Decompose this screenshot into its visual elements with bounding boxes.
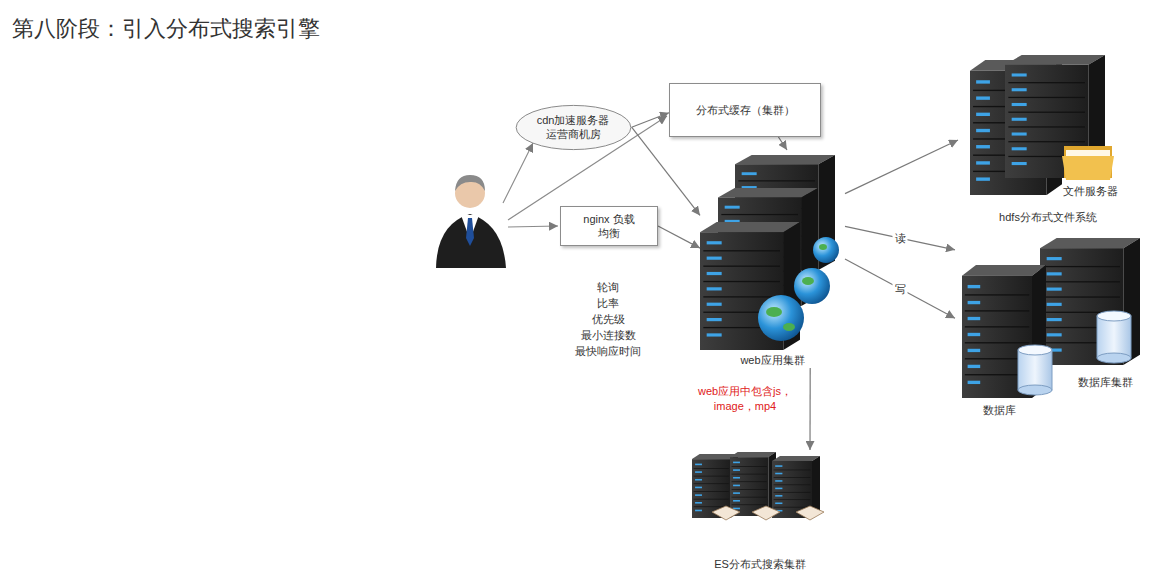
- cylinder-body: [1097, 316, 1131, 358]
- user-line: [508, 226, 558, 227]
- connector-arrow: [809, 368, 810, 450]
- connector-arrow: [632, 113, 669, 127]
- book-icon: [796, 506, 824, 520]
- strategy-label: 最快响应时间: [558, 344, 658, 359]
- label-holder: 轮询: [558, 280, 658, 295]
- node-label: nginx 负载均衡: [581, 212, 637, 240]
- web-servers: [700, 155, 839, 350]
- strategy-label: 最小连接数: [558, 328, 658, 343]
- cylinder-top: [1018, 345, 1052, 355]
- label-holder: 优先级: [558, 312, 658, 327]
- book-icon: [752, 506, 780, 520]
- edge-label-holder: 写: [893, 282, 908, 296]
- globe-land: [819, 244, 827, 250]
- edge-label-holder: 读: [893, 231, 908, 245]
- label-holder: 最快响应时间: [558, 344, 658, 359]
- strategy-label: 优先级: [558, 312, 658, 327]
- cylinder-base: [1018, 385, 1052, 395]
- server-icon: [1040, 238, 1140, 365]
- diagram-title: 第八阶段：引入分布式搜索引擎: [12, 14, 320, 44]
- globe-icon: [758, 295, 804, 341]
- strategy-label: 比率: [558, 296, 658, 311]
- es-servers: [692, 452, 824, 520]
- cdn-ellipse: cdn加速服务器 运营商机房: [515, 104, 632, 151]
- globe-land: [766, 307, 782, 317]
- cluster-label: 数据库集群: [1078, 374, 1133, 390]
- connector-arrow: [845, 259, 955, 318]
- connector-arrow: [632, 127, 700, 215]
- cluster-label: hdfs分布式文件系统: [999, 209, 1097, 225]
- cylinder-icon: [1018, 345, 1052, 395]
- cluster-label: 数据库: [983, 402, 1016, 418]
- server-cluster: 文件服务器 hdfs分布式文件系统: [958, 55, 1138, 225]
- globe-icon: [794, 268, 830, 304]
- person-hair: [455, 175, 485, 191]
- label-holder: 最小连接数: [558, 328, 658, 343]
- cylinder-top: [1097, 311, 1131, 321]
- process-box: 分布式缓存（集群）: [669, 83, 821, 137]
- connector-arrow: [658, 226, 700, 248]
- server-cluster: 数据库 数据库集群: [955, 235, 1145, 420]
- connector-arrow: [845, 226, 955, 250]
- node-label: cdn加速服务器 运营商机房: [534, 113, 612, 141]
- connector-arrow: [778, 137, 787, 150]
- server-cluster: ES分布式搜索集群: [685, 450, 835, 572]
- book-icon: [712, 506, 740, 520]
- cylinder-icon: [1097, 311, 1131, 363]
- database-servers: [962, 238, 1140, 398]
- node-label: 分布式缓存（集群）: [696, 103, 795, 117]
- cluster-label: 文件服务器: [1063, 183, 1118, 199]
- edge-label: 读: [893, 231, 908, 245]
- globe-land: [783, 323, 795, 331]
- person-tie: [466, 218, 474, 246]
- globe-icon: [813, 237, 839, 263]
- edge-label: 写: [893, 282, 908, 296]
- person-icon: [436, 175, 506, 268]
- person-body: [436, 214, 506, 268]
- ellipse-outline: [515, 104, 632, 151]
- ellipse-shape: [516, 105, 631, 149]
- cylinder-base: [1097, 353, 1131, 363]
- cluster-label: web应用集群: [740, 352, 804, 368]
- strategy-label: 轮询: [558, 280, 658, 295]
- cluster-label: ES分布式搜索集群: [714, 556, 806, 572]
- server-cluster: web应用集群: [700, 150, 845, 368]
- server-icon: [730, 452, 776, 516]
- label-holder: 比率: [558, 296, 658, 311]
- connector-arrow: [845, 140, 958, 194]
- label-holder: web应用中包含js，image，mp4: [693, 384, 797, 414]
- hdfs-servers: [970, 55, 1114, 195]
- cylinder-body: [1018, 350, 1052, 390]
- globe-land: [802, 277, 814, 285]
- note-label: web应用中包含js，image，mp4: [693, 384, 797, 414]
- user-line: [503, 143, 533, 203]
- folder-front: [1062, 156, 1114, 180]
- process-box: nginx 负载均衡: [560, 206, 658, 246]
